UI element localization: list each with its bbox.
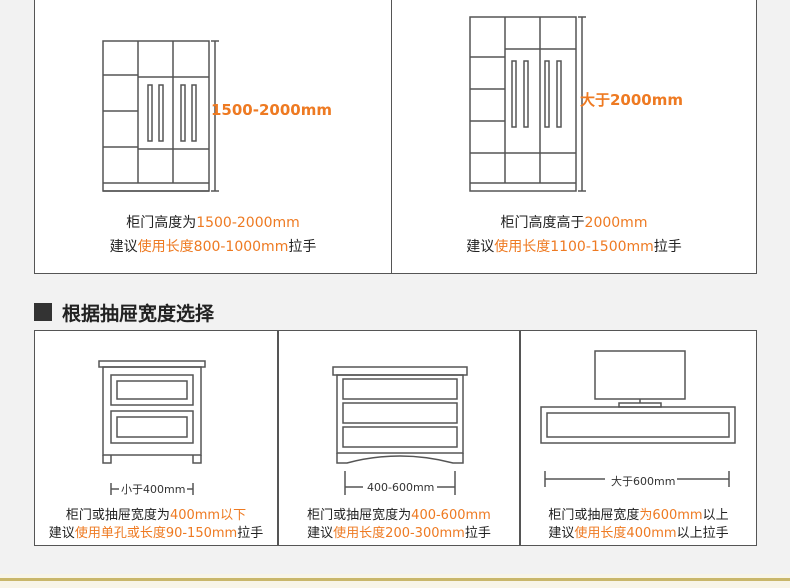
chest-illustration	[332, 366, 468, 495]
caption-line-1: 柜门高度为1500-2000mm	[126, 215, 300, 231]
caption-line-1: 柜门或抽屉宽度为600mm以上	[548, 508, 729, 523]
section-heading: 根据抽屉宽度选择	[34, 300, 214, 325]
caption-line-1: 柜门高度高于2000mm	[500, 215, 648, 231]
footer-band	[0, 574, 790, 588]
panel-wardrobe-medium: 1500-2000mm 柜门高度为1500-2000mm 建议使用长度800-1…	[34, 0, 392, 274]
nightstand-illustration	[98, 360, 206, 495]
height-dimension-label: 1500-2000mm	[211, 101, 332, 119]
footer-divider	[0, 578, 790, 581]
caption-line-2: 建议使用长度1100-1500mm拉手	[466, 239, 682, 255]
square-bullet-icon	[34, 303, 52, 321]
caption-line-2: 建议使用长度400mm以上拉手	[548, 526, 729, 541]
width-ruler-label: 小于400mm	[119, 481, 188, 497]
tall-wardrobe-illustration	[469, 16, 586, 192]
caption-line-2: 建议使用长度800-1000mm拉手	[109, 239, 317, 255]
width-ruler-label: 400-600mm	[365, 481, 437, 494]
caption-line-1: 柜门或抽屉宽度为400-600mm	[307, 508, 491, 523]
caption-line-2: 建议使用单孔或长度90-150mm拉手	[48, 526, 264, 541]
caption-line-1: 柜门或抽屉宽度为400mm以下	[65, 508, 247, 523]
panel-chest-of-drawers: 400-600mm 柜门或抽屉宽度为400-600mm 建议使用长度200-30…	[278, 330, 520, 546]
tv-cabinet-illustration	[540, 350, 736, 487]
panel-tv-cabinet: 大于600mm 柜门或抽屉宽度为600mm以上 建议使用长度400mm以上拉手	[520, 330, 757, 546]
panel-nightstand: 小于400mm 柜门或抽屉宽度为400mm以下 建议使用单孔或长度90-150m…	[34, 330, 278, 546]
height-dimension-label: 大于2000mm	[580, 91, 684, 109]
width-ruler-label: 大于600mm	[609, 473, 678, 489]
caption-line-2: 建议使用长度200-300mm拉手	[307, 526, 491, 541]
wardrobe-illustration	[102, 40, 219, 192]
panel-wardrobe-tall: 大于2000mm 柜门高度高于2000mm 建议使用长度1100-1500mm拉…	[391, 0, 757, 274]
